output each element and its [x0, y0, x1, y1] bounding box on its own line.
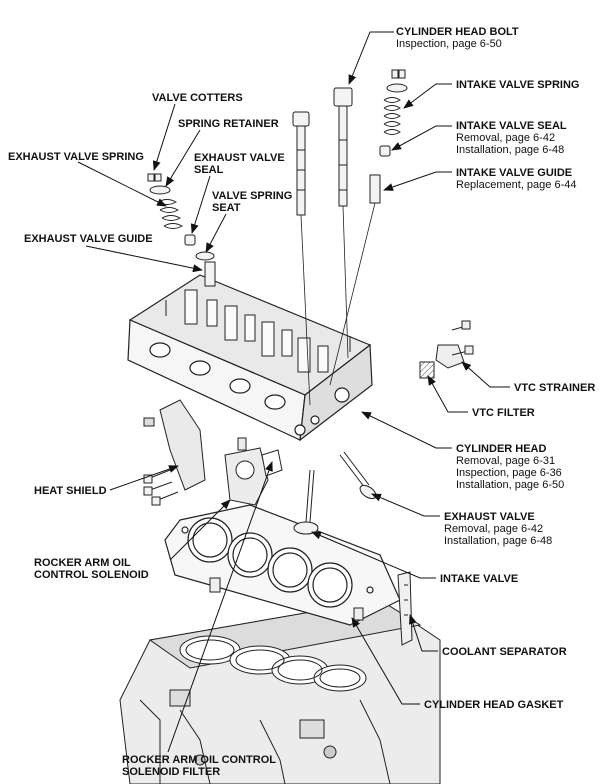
label-vtc-filter: VTC FILTER	[472, 407, 535, 419]
label-title: CYLINDER HEAD	[456, 443, 547, 455]
label-title: ROCKER ARM OIL CONTROL	[122, 754, 276, 766]
coolant-separator	[397, 571, 413, 646]
label-title: CYLINDER HEAD BOLT	[396, 26, 519, 38]
label-line: Removal, page 6-31	[456, 455, 556, 467]
label-exhaust-valve-seal: EXHAUST VALVE SEAL	[194, 152, 285, 176]
label-intake-valve-seal: INTAKE VALVE SEAL Removal, page 6-42 Ins…	[456, 120, 567, 156]
engine-block	[119, 599, 441, 784]
heat-shield-part	[143, 399, 206, 491]
label-title-2: SEAL	[194, 164, 224, 176]
label-exhaust-valve-spring: EXHAUST VALVE SPRING	[8, 151, 144, 163]
label-title-2: SOLENOID FILTER	[122, 766, 221, 778]
label-rocker-arm-solenoid-filter: ROCKER ARM OIL CONTROL SOLENOID FILTER	[122, 754, 276, 778]
label-title: EXHAUST VALVE SPRING	[8, 151, 144, 163]
label-title: EXHAUST VALVE	[194, 152, 285, 164]
label-intake-valve-guide: INTAKE VALVE GUIDE Replacement, page 6-4…	[456, 167, 576, 191]
label-intake-valve: INTAKE VALVE	[440, 573, 518, 585]
label-exhaust-valve: EXHAUST VALVE Removal, page 6-42 Install…	[444, 511, 552, 547]
head-bolts	[292, 87, 353, 406]
label-cylinder-head: CYLINDER HEAD Removal, page 6-31 Inspect…	[456, 443, 564, 491]
label-title: INTAKE VALVE SPRING	[456, 79, 580, 91]
label-line: Installation, page 6-48	[456, 144, 565, 156]
label-line: Inspection, page 6-36	[456, 467, 562, 479]
label-title-2: CONTROL SOLENOID	[34, 569, 149, 581]
label-cylinder-head-bolt: CYLINDER HEAD BOLT Inspection, page 6-50	[396, 26, 519, 50]
label-title: EXHAUST VALVE	[444, 511, 535, 523]
leader-lines	[77, 31, 510, 753]
label-title: INTAKE VALVE	[440, 573, 519, 585]
label-title: VALVE SPRING	[212, 190, 293, 202]
intake-valve-parts	[329, 69, 408, 386]
label-line: Removal, page 6-42	[456, 132, 556, 144]
rocker-arm-solenoid-part	[224, 437, 283, 506]
label-title-2: SEAT	[212, 202, 241, 214]
label-coolant-separator: COOLANT SEPARATOR	[442, 646, 567, 658]
label-line: Installation, page 6-48	[444, 535, 553, 547]
label-title: INTAKE VALVE GUIDE	[456, 167, 573, 179]
intake-valve-part	[293, 469, 319, 535]
label-line: Inspection, page 6-50	[396, 38, 502, 50]
label-title: HEAT SHIELD	[34, 485, 107, 497]
label-line: Removal, page 6-42	[444, 523, 544, 535]
label-title: VTC STRAINER	[514, 382, 596, 394]
label-valve-spring-seat: VALVE SPRING SEAT	[212, 190, 292, 214]
label-exhaust-valve-guide: EXHAUST VALVE GUIDE	[24, 233, 153, 245]
label-vtc-strainer: VTC STRAINER	[514, 382, 595, 394]
label-cylinder-head-gasket: CYLINDER HEAD GASKET	[424, 699, 563, 711]
label-title: VTC FILTER	[472, 407, 535, 419]
heat-shield-bolts	[143, 469, 179, 506]
label-rocker-arm-solenoid: ROCKER ARM OIL CONTROL SOLENOID	[34, 557, 149, 581]
exhaust-valve-parts	[147, 173, 216, 287]
label-title: CYLINDER HEAD GASKET	[424, 699, 564, 711]
label-title: INTAKE VALVE SEAL	[456, 120, 567, 132]
head-gasket	[164, 504, 401, 626]
label-title: COOLANT SEPARATOR	[442, 646, 567, 658]
label-title: EXHAUST VALVE GUIDE	[24, 233, 153, 245]
label-valve-cotters: VALVE COTTERS	[152, 92, 243, 104]
vtc-parts	[419, 320, 474, 379]
label-line: Replacement, page 6-44	[456, 179, 577, 191]
label-heat-shield: HEAT SHIELD	[34, 485, 107, 497]
label-intake-valve-spring: INTAKE VALVE SPRING	[456, 79, 579, 91]
label-spring-retainer: SPRING RETAINER	[178, 118, 279, 130]
label-line: Installation, page 6-50	[456, 479, 565, 491]
label-title: ROCKER ARM OIL	[34, 557, 131, 569]
label-title: SPRING RETAINER	[178, 118, 279, 130]
label-title: VALVE COTTERS	[152, 92, 243, 104]
